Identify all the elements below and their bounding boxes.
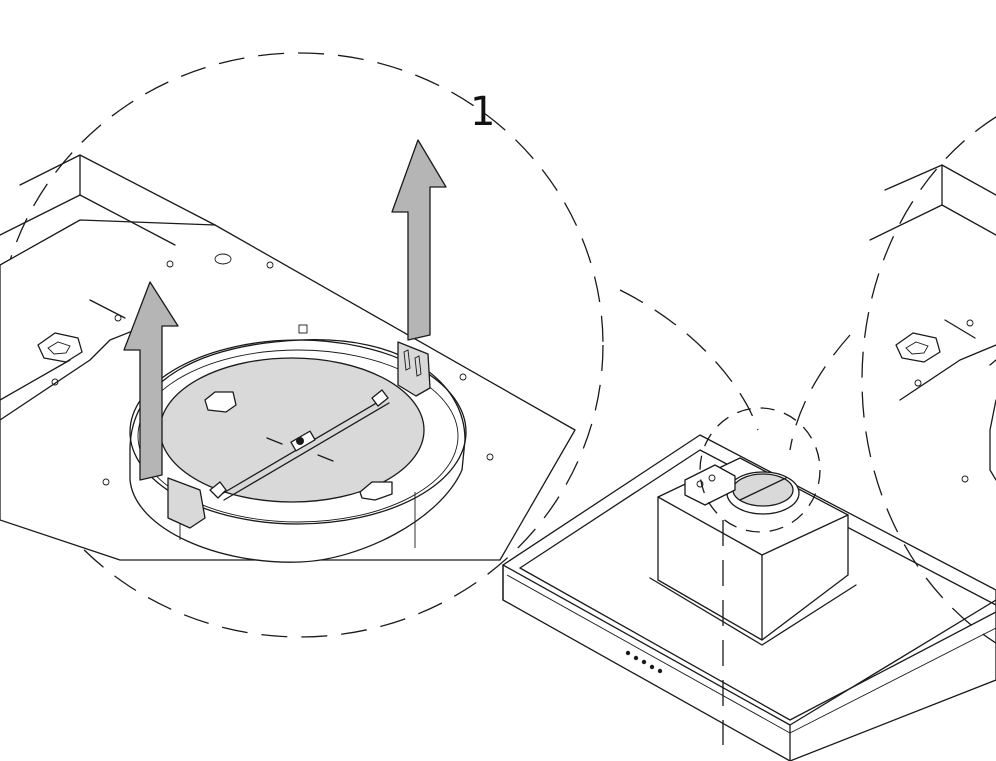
motor-housing [649,457,857,646]
damper-plate [159,357,425,503]
detail-zoom-circle-left [0,52,604,638]
spring-clip-right [397,341,431,397]
step-number-label: 1 [470,89,496,135]
detail-callout-circle-small [699,407,821,745]
lock-plate-left [37,332,83,363]
leader-arc-center [619,289,851,451]
spring-clip-left [167,477,206,529]
lift-arrow-left [123,281,179,481]
unit-top-plate-right [869,164,996,483]
lift-arrow-right [391,139,447,341]
